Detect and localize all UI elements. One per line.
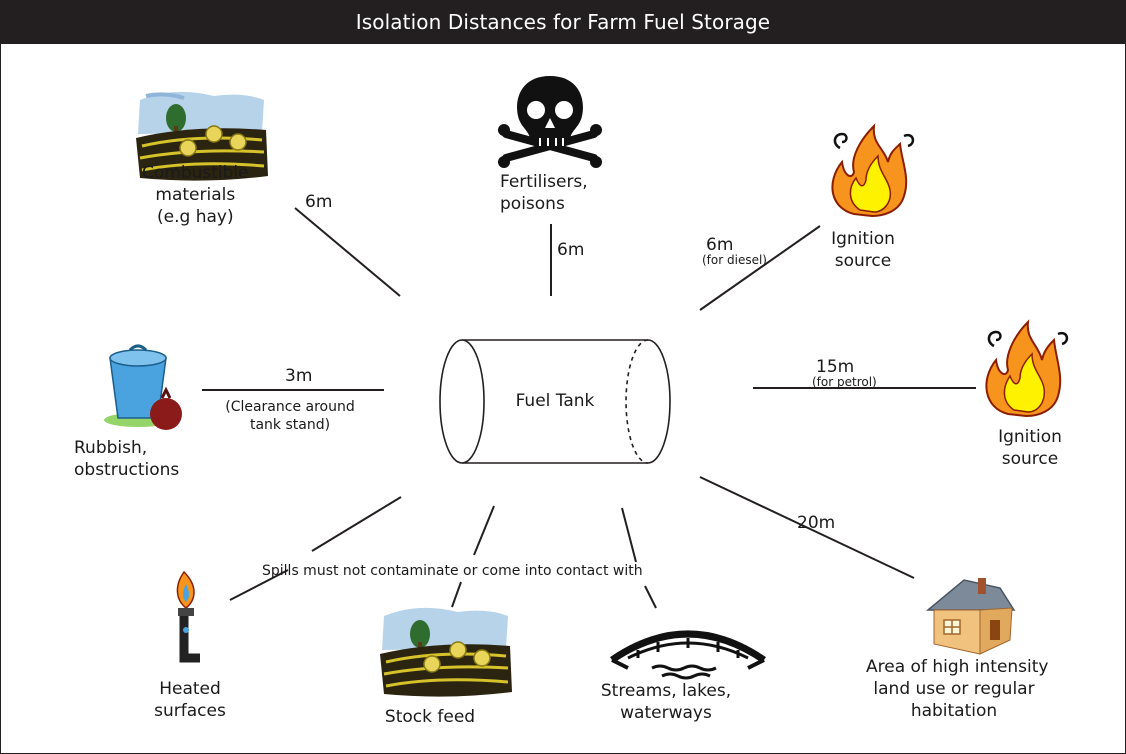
label-line: Fertilisers, — [500, 172, 588, 192]
hay-field-icon — [136, 91, 268, 181]
label-line: Rubbish, — [74, 438, 148, 458]
skull-crossbones-icon — [498, 76, 602, 168]
label-fertilisers: Fertilisers, poisons — [500, 171, 588, 215]
flame-icon — [831, 123, 915, 218]
label-line: waterways — [620, 703, 712, 723]
label-line: Ignition — [831, 229, 895, 249]
label-line: Streams, lakes, — [600, 681, 732, 701]
line-streams-upper — [621, 507, 637, 563]
hay-field-icon — [380, 607, 512, 697]
note-rubbish: (Clearance around tank stand) — [210, 398, 370, 434]
label-line: Ignition — [998, 427, 1062, 447]
label-line: source — [1001, 449, 1059, 469]
fuel-tank-label: Fuel Tank — [515, 391, 595, 411]
label-line: source — [834, 251, 892, 271]
line-combustible — [294, 207, 401, 297]
label-habitation: Area of high intensity land use or regul… — [866, 656, 1049, 722]
label-heated: Heated surfaces — [150, 678, 230, 722]
distance-combustible: 6m — [305, 192, 333, 212]
label-line: obstructions — [74, 460, 180, 480]
rubbish-bin-icon — [104, 344, 182, 430]
line-habitation — [699, 476, 915, 579]
label-line: surfaces — [154, 701, 226, 721]
label-line: Heated — [159, 679, 221, 699]
label-line: land use or regular — [873, 679, 1035, 699]
title-bar: Isolation Distances for Farm Fuel Storag… — [0, 0, 1126, 44]
flame-icon — [985, 319, 1069, 418]
line-ignition-diesel — [699, 225, 821, 311]
label-line: Combustible — [142, 163, 249, 183]
house-icon — [925, 578, 1016, 655]
line-heated-upper — [311, 496, 402, 552]
gas-burner-icon — [176, 570, 200, 663]
label-streams: Streams, lakes, waterways — [600, 680, 732, 724]
label-ignition-petrol: Ignition source — [980, 426, 1080, 470]
note-line: (Clearance around — [225, 399, 355, 415]
label-combustible: Combustible materials (e.g hay) — [142, 162, 249, 228]
label-line: (e.g hay) — [157, 207, 234, 227]
bridge-water-icon — [610, 630, 766, 680]
note-line: tank stand) — [249, 417, 331, 433]
label-line: habitation — [910, 701, 998, 721]
label-ignition-diesel: Ignition source — [822, 228, 904, 272]
distance-rubbish: 3m — [285, 366, 313, 386]
fuel-tank — [439, 339, 671, 464]
note-ignition-diesel: (for diesel) — [702, 253, 767, 267]
line-stock-feed-upper — [473, 505, 495, 556]
label-rubbish: Rubbish, obstructions — [74, 437, 179, 481]
line-streams-lower — [644, 585, 657, 609]
line-heated-lower — [229, 569, 289, 601]
line-stock-feed-lower — [451, 581, 462, 608]
distance-ignition-diesel: 6m — [706, 235, 734, 255]
label-line: poisons — [500, 194, 565, 214]
label-line: Area of high intensity — [866, 657, 1049, 677]
label-line: materials — [155, 185, 236, 205]
diagram-title: Isolation Distances for Farm Fuel Storag… — [355, 10, 771, 34]
note-ignition-petrol: (for petrol) — [812, 375, 877, 389]
spills-note: Spills must not contaminate or come into… — [262, 563, 643, 579]
distance-ignition-petrol: 15m — [816, 357, 855, 377]
label-stock-feed: Stock feed — [384, 707, 476, 727]
distance-fertilisers: 6m — [557, 240, 585, 260]
distance-habitation: 20m — [797, 513, 836, 533]
